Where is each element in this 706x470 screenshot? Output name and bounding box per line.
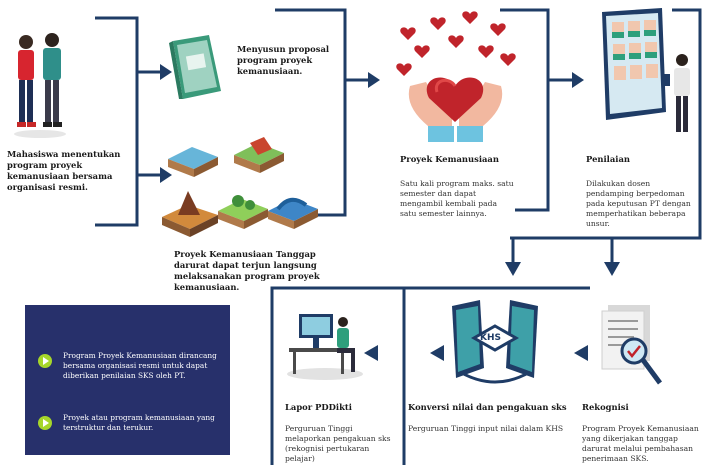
disaster-illustration xyxy=(162,137,318,237)
student-caption: Mahasiswa menentukan program proyek kema… xyxy=(7,149,121,192)
assessment-illustration xyxy=(602,8,690,132)
khs-illustration xyxy=(452,300,538,384)
proposal-book-icon xyxy=(169,35,221,99)
conversion-title: Konversi nilai dan pengakuan sks xyxy=(408,402,567,412)
play-bullet-icon xyxy=(38,416,52,430)
play-bullet-icon xyxy=(38,354,52,368)
conversion-desc: Perguruan Tinggi input nilai dalam KHS xyxy=(408,424,564,433)
info-panel: Program Proyek Kemanusiaan dirancang ber… xyxy=(25,305,230,455)
assessment-title: Penilaian xyxy=(586,154,630,164)
info-item-1: Program Proyek Kemanusiaan dirancang ber… xyxy=(63,351,217,380)
recognition-document-icon xyxy=(601,305,663,385)
recognition-title: Rekognisi xyxy=(582,402,629,412)
report-title: Lapor PDDikti xyxy=(285,402,352,412)
info-item-2: Proyek atau program kemanusiaan yang ter… xyxy=(63,413,215,432)
project-desc: Satu kali program maks. satu semester da… xyxy=(400,179,514,218)
students-illustration xyxy=(14,33,66,138)
proposal-caption: Menyusun proposal program proyek kemanus… xyxy=(237,44,330,76)
khs-badge: KHS xyxy=(480,333,501,343)
disaster-caption: Proyek Kemanusiaan Tanggap darurat dapat… xyxy=(174,249,320,292)
project-title: Proyek Kemanusiaan xyxy=(400,154,499,164)
report-desk-illustration xyxy=(287,314,363,380)
assessment-desc: Dilakukan dosen pendamping berpedoman pa… xyxy=(586,179,691,228)
report-desc: Perguruan Tinggi melaporkan pengakuan sk… xyxy=(285,424,391,463)
hands-heart-illustration xyxy=(396,11,516,142)
recognition-desc: Program Proyek Kemanusiaan yang dikerjak… xyxy=(582,424,699,463)
